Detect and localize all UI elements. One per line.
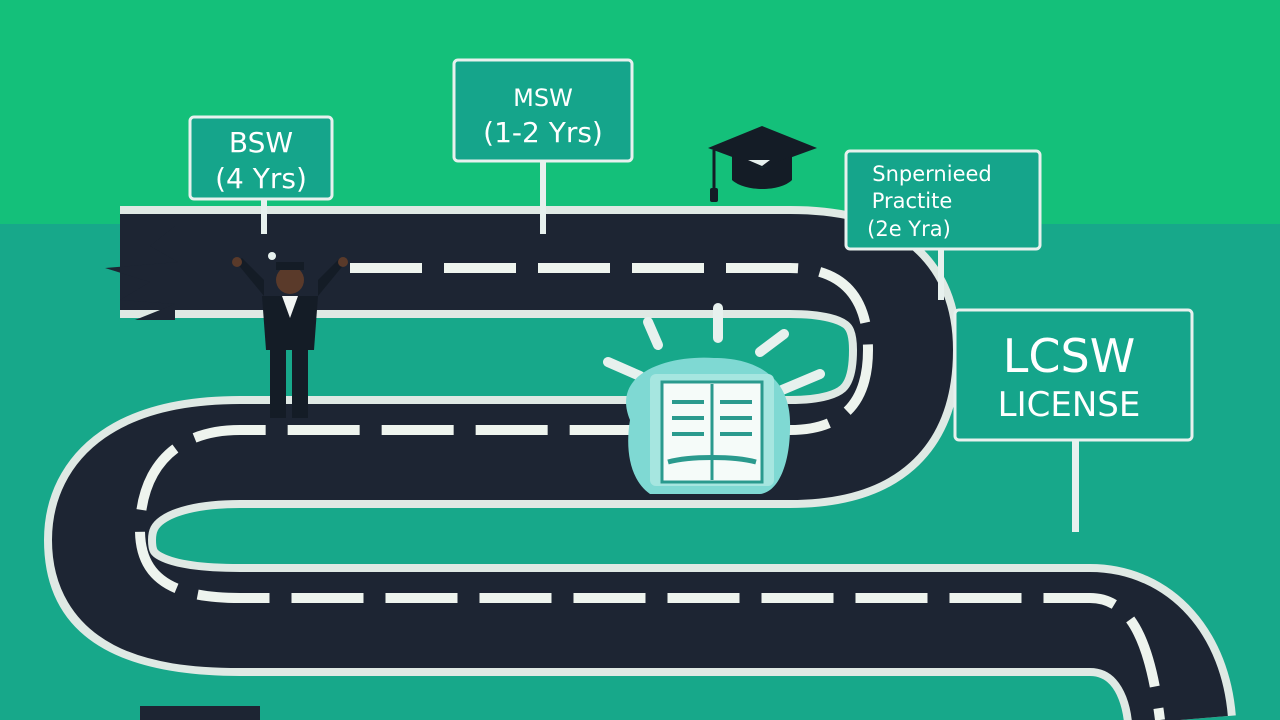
graduation-cap-icon xyxy=(708,126,817,202)
bsw-sign: BSW (4 Yrs) xyxy=(188,115,334,201)
supervised-sign-line1: Snpernieed xyxy=(872,162,991,186)
msw-sign-duration: (1-2 Yrs) xyxy=(483,116,603,149)
bsw-sign-title: BSW xyxy=(229,126,293,159)
bsw-signpost xyxy=(261,198,267,234)
lcsw-signpost xyxy=(1072,438,1079,532)
msw-sign: MSW (1-2 Yrs) xyxy=(452,58,634,163)
road-bottom-stub xyxy=(140,706,260,720)
supervised-practice-sign: Snpernieed Practite (2e Yra) xyxy=(844,149,1042,251)
person-figure xyxy=(232,252,348,418)
lcsw-sign-subtitle: LICENSE xyxy=(998,385,1141,425)
msw-sign-title: MSW xyxy=(513,84,573,112)
lcsw-sign-title: LCSW xyxy=(1003,329,1135,383)
bsw-sign-duration: (4 Yrs) xyxy=(215,162,307,195)
supervised-sign-line3: (2e Yra) xyxy=(867,217,951,241)
road-center-dashes xyxy=(134,263,1165,720)
supervised-sign-line2: Practite xyxy=(872,189,953,213)
book-icon xyxy=(603,303,825,494)
supervised-signpost xyxy=(938,248,944,300)
winding-road xyxy=(52,214,1228,720)
lcsw-license-sign: LCSW LICENSE xyxy=(953,308,1194,442)
road-frayed-start xyxy=(105,226,178,320)
msw-signpost xyxy=(540,160,546,234)
